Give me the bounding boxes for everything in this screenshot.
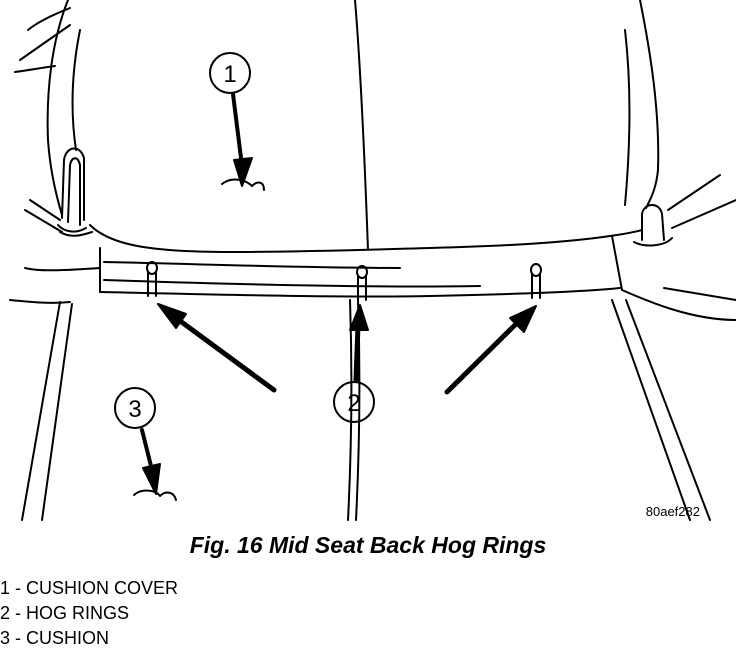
image-code: 80aef282 xyxy=(646,504,700,519)
seat-back-upper xyxy=(14,0,660,251)
legend-separator: - xyxy=(10,628,27,648)
callout-2: 2 xyxy=(157,303,537,423)
legend-label: HOG RINGS xyxy=(26,603,130,623)
callout-3: 3 xyxy=(114,387,177,501)
legend-item: 1 - CUSHION COVER xyxy=(0,576,178,601)
cushion-cover-strip xyxy=(89,224,643,298)
callout-3-number: 3 xyxy=(128,396,141,423)
legend-item: 2 - HOG RINGS xyxy=(0,601,178,626)
legend-number: 2 xyxy=(0,603,11,623)
callout-1: 1 xyxy=(209,52,265,191)
callout-1-number: 1 xyxy=(223,61,236,88)
hog-ring-right xyxy=(530,263,542,299)
left-seat-tab xyxy=(24,147,93,237)
hog-rings xyxy=(146,261,542,301)
right-seat-tab xyxy=(633,174,736,247)
legend-separator: - xyxy=(10,578,27,598)
seat-back-illustration: 1 2 3 80aef282 xyxy=(9,0,736,521)
legend-number: 3 xyxy=(0,628,11,648)
hog-ring-center xyxy=(356,265,368,301)
legend: 1 - CUSHION COVER 2 - HOG RINGS 3 - CUSH… xyxy=(0,576,178,651)
figure-caption: Fig. 16 Mid Seat Back Hog Rings xyxy=(189,532,547,558)
callout-2-number: 2 xyxy=(347,390,360,417)
hog-ring-left xyxy=(146,261,158,297)
legend-number: 1 xyxy=(0,578,11,598)
legend-item: 3 - CUSHION xyxy=(0,626,178,651)
legend-separator: - xyxy=(10,603,27,623)
legend-label: CUSHION COVER xyxy=(26,578,179,598)
legend-label: CUSHION xyxy=(26,628,110,648)
